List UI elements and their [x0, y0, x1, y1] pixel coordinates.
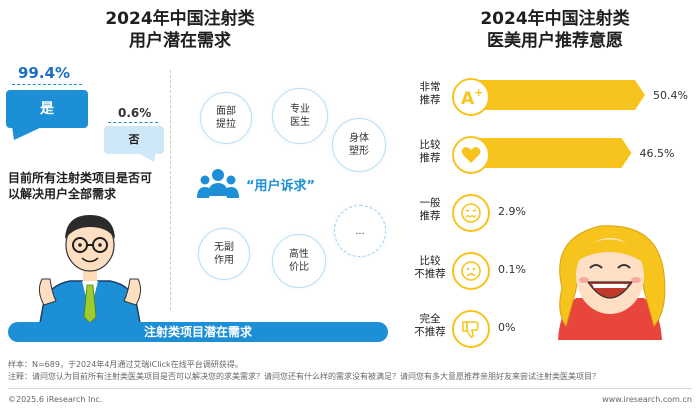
bar-value-label-3: 0.1%	[498, 263, 526, 276]
demand-circle-cost-effective: 高性价比	[272, 234, 326, 288]
category-line1: 比较	[419, 139, 441, 151]
category-label-neutral: 一般推荐	[408, 197, 452, 223]
circle-text: 塑形	[349, 146, 369, 157]
circle-text: 面部	[216, 106, 236, 117]
category-label-not-recommend: 比较不推荐	[408, 255, 452, 281]
demand-circle-no-side-effects: 无副作用	[198, 228, 250, 280]
circle-text: 无副	[214, 242, 234, 253]
demand-circle-pro-doctor: 专业医生	[272, 88, 328, 144]
question-text: 目前所有注射类项目是否可 以解决用户全部需求	[8, 170, 178, 202]
dashed-divider	[170, 70, 171, 310]
potential-demand-banner: 注射类项目潜在需求	[8, 322, 388, 342]
circle-text: 医生	[290, 117, 310, 128]
demand-circle-more: ...	[334, 205, 386, 257]
category-line2: 推荐	[419, 210, 441, 222]
users-group-icon	[197, 169, 239, 198]
footer-site: www.iresearch.com.cn	[602, 395, 692, 404]
no-bubble: 否	[104, 126, 164, 154]
circle-text: 高性	[289, 249, 309, 260]
category-line1: 一般	[419, 197, 441, 209]
yes-percent-underline	[12, 84, 82, 85]
demand-circle-body-shaping: 身体塑形	[332, 118, 386, 172]
right-title-line1: 2024年中国注射类	[480, 9, 630, 29]
no-bubble-tail	[136, 152, 156, 162]
question-line1: 目前所有注射类项目是否可	[8, 171, 153, 185]
category-line2: 不推荐	[414, 268, 446, 280]
circle-text: 提拉	[216, 119, 236, 130]
category-label-recommend: 比较推荐	[408, 139, 452, 165]
footer-copyright: ©2025.6 iResearch Inc.	[8, 395, 103, 404]
circle-text: 专业	[290, 104, 310, 115]
a-plus-icon: A+	[452, 78, 490, 116]
circle-text: 身体	[349, 133, 369, 144]
category-line1: 比较	[419, 255, 441, 267]
category-label-very-recommend: 非常推荐	[408, 81, 452, 107]
sad-face-icon	[452, 252, 490, 290]
no-percent-underline	[108, 122, 158, 123]
bar-value-label-1: 46.5%	[639, 147, 674, 160]
category-line2: 推荐	[419, 152, 441, 164]
footer-rule	[8, 388, 692, 389]
neutral-face-icon	[452, 194, 490, 232]
user-demand-label: “用户诉求”	[246, 179, 316, 194]
circle-text: ...	[355, 225, 365, 237]
right-title-line2: 医美用户推荐意愿	[487, 31, 623, 51]
question-line2: 以解决用户全部需求	[8, 187, 117, 201]
no-label: 否	[128, 133, 140, 146]
laughing-woman-illustration	[558, 225, 666, 340]
yes-bubble: 是	[6, 90, 88, 128]
man-with-glasses-illustration	[38, 215, 142, 323]
demand-circle-face-lift: 面部提拉	[200, 92, 252, 144]
no-percent: 0.6%	[118, 106, 152, 120]
category-label-never-recommend: 完全不推荐	[408, 313, 452, 339]
right-title: 2024年中国注射类 医美用户推荐意愿	[420, 8, 690, 52]
bar-0	[470, 80, 645, 110]
bar-value-label-2: 2.9%	[498, 205, 526, 218]
yes-bubble-tail	[12, 126, 44, 140]
svg-text:+: +	[474, 86, 483, 99]
left-title: 2024年中国注射类 用户潜在需求	[50, 8, 310, 52]
bar-value-label-4: 0%	[498, 321, 515, 334]
footer-sample: 样本：N=689，于2024年4月通过艾瑞iClick在线平台调研获得。	[8, 360, 243, 369]
svg-text:A: A	[461, 89, 475, 108]
circle-text: 价比	[289, 262, 309, 273]
thumbs-down-icon	[452, 310, 490, 348]
circle-text: 作用	[214, 255, 234, 266]
yes-label: 是	[40, 101, 54, 117]
left-title-line1: 2024年中国注射类	[105, 9, 255, 29]
yes-percent: 99.4%	[18, 64, 71, 82]
left-title-line2: 用户潜在需求	[129, 31, 231, 51]
heart-icon	[452, 136, 490, 174]
bar-value-label-0: 50.4%	[653, 89, 688, 102]
bar-1	[470, 138, 632, 168]
category-line1: 完全	[419, 313, 441, 325]
category-line2: 不推荐	[414, 326, 446, 338]
category-line2: 推荐	[419, 94, 441, 106]
category-line1: 非常	[419, 81, 441, 93]
footer-note: 注释：请问您认为目前所有注射类医美项目是否可以解决您的求美需求？请问您还有什么样…	[8, 372, 600, 381]
